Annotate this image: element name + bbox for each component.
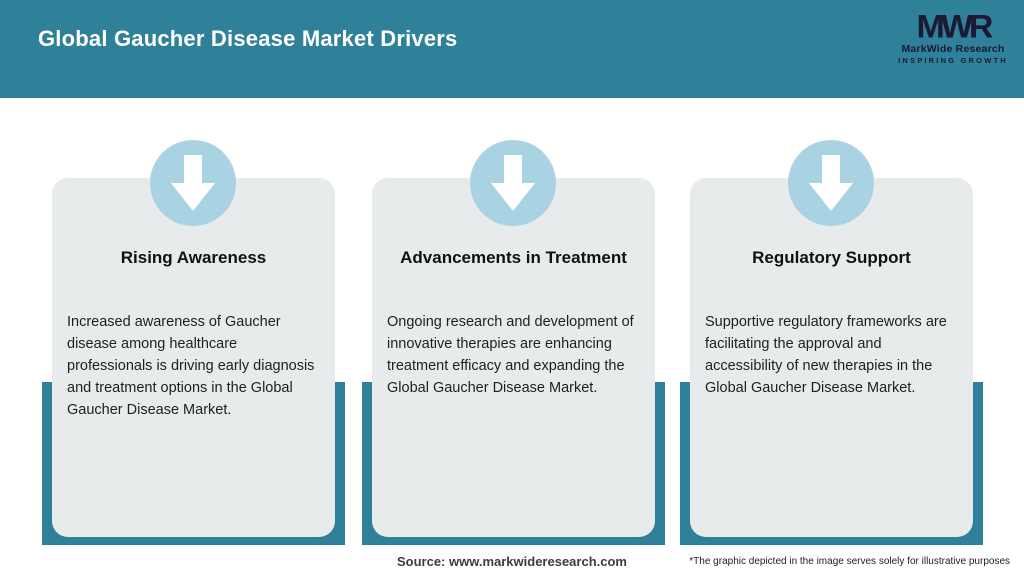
card-title: Advancements in Treatment	[400, 248, 627, 267]
driver-card-advancements-in-treatment: Advancements in Treatment Ongoing resear…	[362, 140, 665, 545]
logo-monogram: MWR	[916, 8, 994, 46]
markwide-logo: MWR MarkWide Research INSPIRING GROWTH	[898, 8, 1008, 65]
logo-name: MarkWide Research	[901, 43, 1005, 55]
driver-card-rising-awareness: Rising Awareness Increased awareness of …	[42, 140, 345, 545]
source-text: Source: www.markwideresearch.com	[396, 554, 627, 569]
card-description: Increased awareness of Gaucher disease a…	[67, 314, 315, 418]
down-arrow-icon	[809, 155, 853, 211]
header-bar: Global Gaucher Disease Market Drivers MW…	[0, 0, 1024, 98]
card-description: Supportive regulatory frameworks are fac…	[705, 314, 947, 396]
driver-card-regulatory-support: Regulatory Support Supportive regulatory…	[680, 140, 983, 545]
page-title: Global Gaucher Disease Market Drivers	[38, 26, 458, 51]
disclaimer-text: *The graphic depicted in the image serve…	[689, 556, 1010, 567]
arrow-badge	[470, 140, 556, 226]
card-title: Regulatory Support	[752, 248, 911, 267]
card-body: Advancements in Treatment Ongoing resear…	[372, 178, 655, 537]
arrow-badge	[150, 140, 236, 226]
down-arrow-icon	[491, 155, 535, 211]
logo-tagline: INSPIRING GROWTH	[898, 56, 1008, 65]
card-body: Regulatory Support Supportive regulatory…	[690, 178, 973, 537]
card-title: Rising Awareness	[120, 248, 267, 267]
down-arrow-icon	[171, 155, 215, 211]
arrow-badge	[788, 140, 874, 226]
card-description: Ongoing research and development of inno…	[387, 314, 634, 396]
card-body: Rising Awareness Increased awareness of …	[52, 178, 335, 537]
